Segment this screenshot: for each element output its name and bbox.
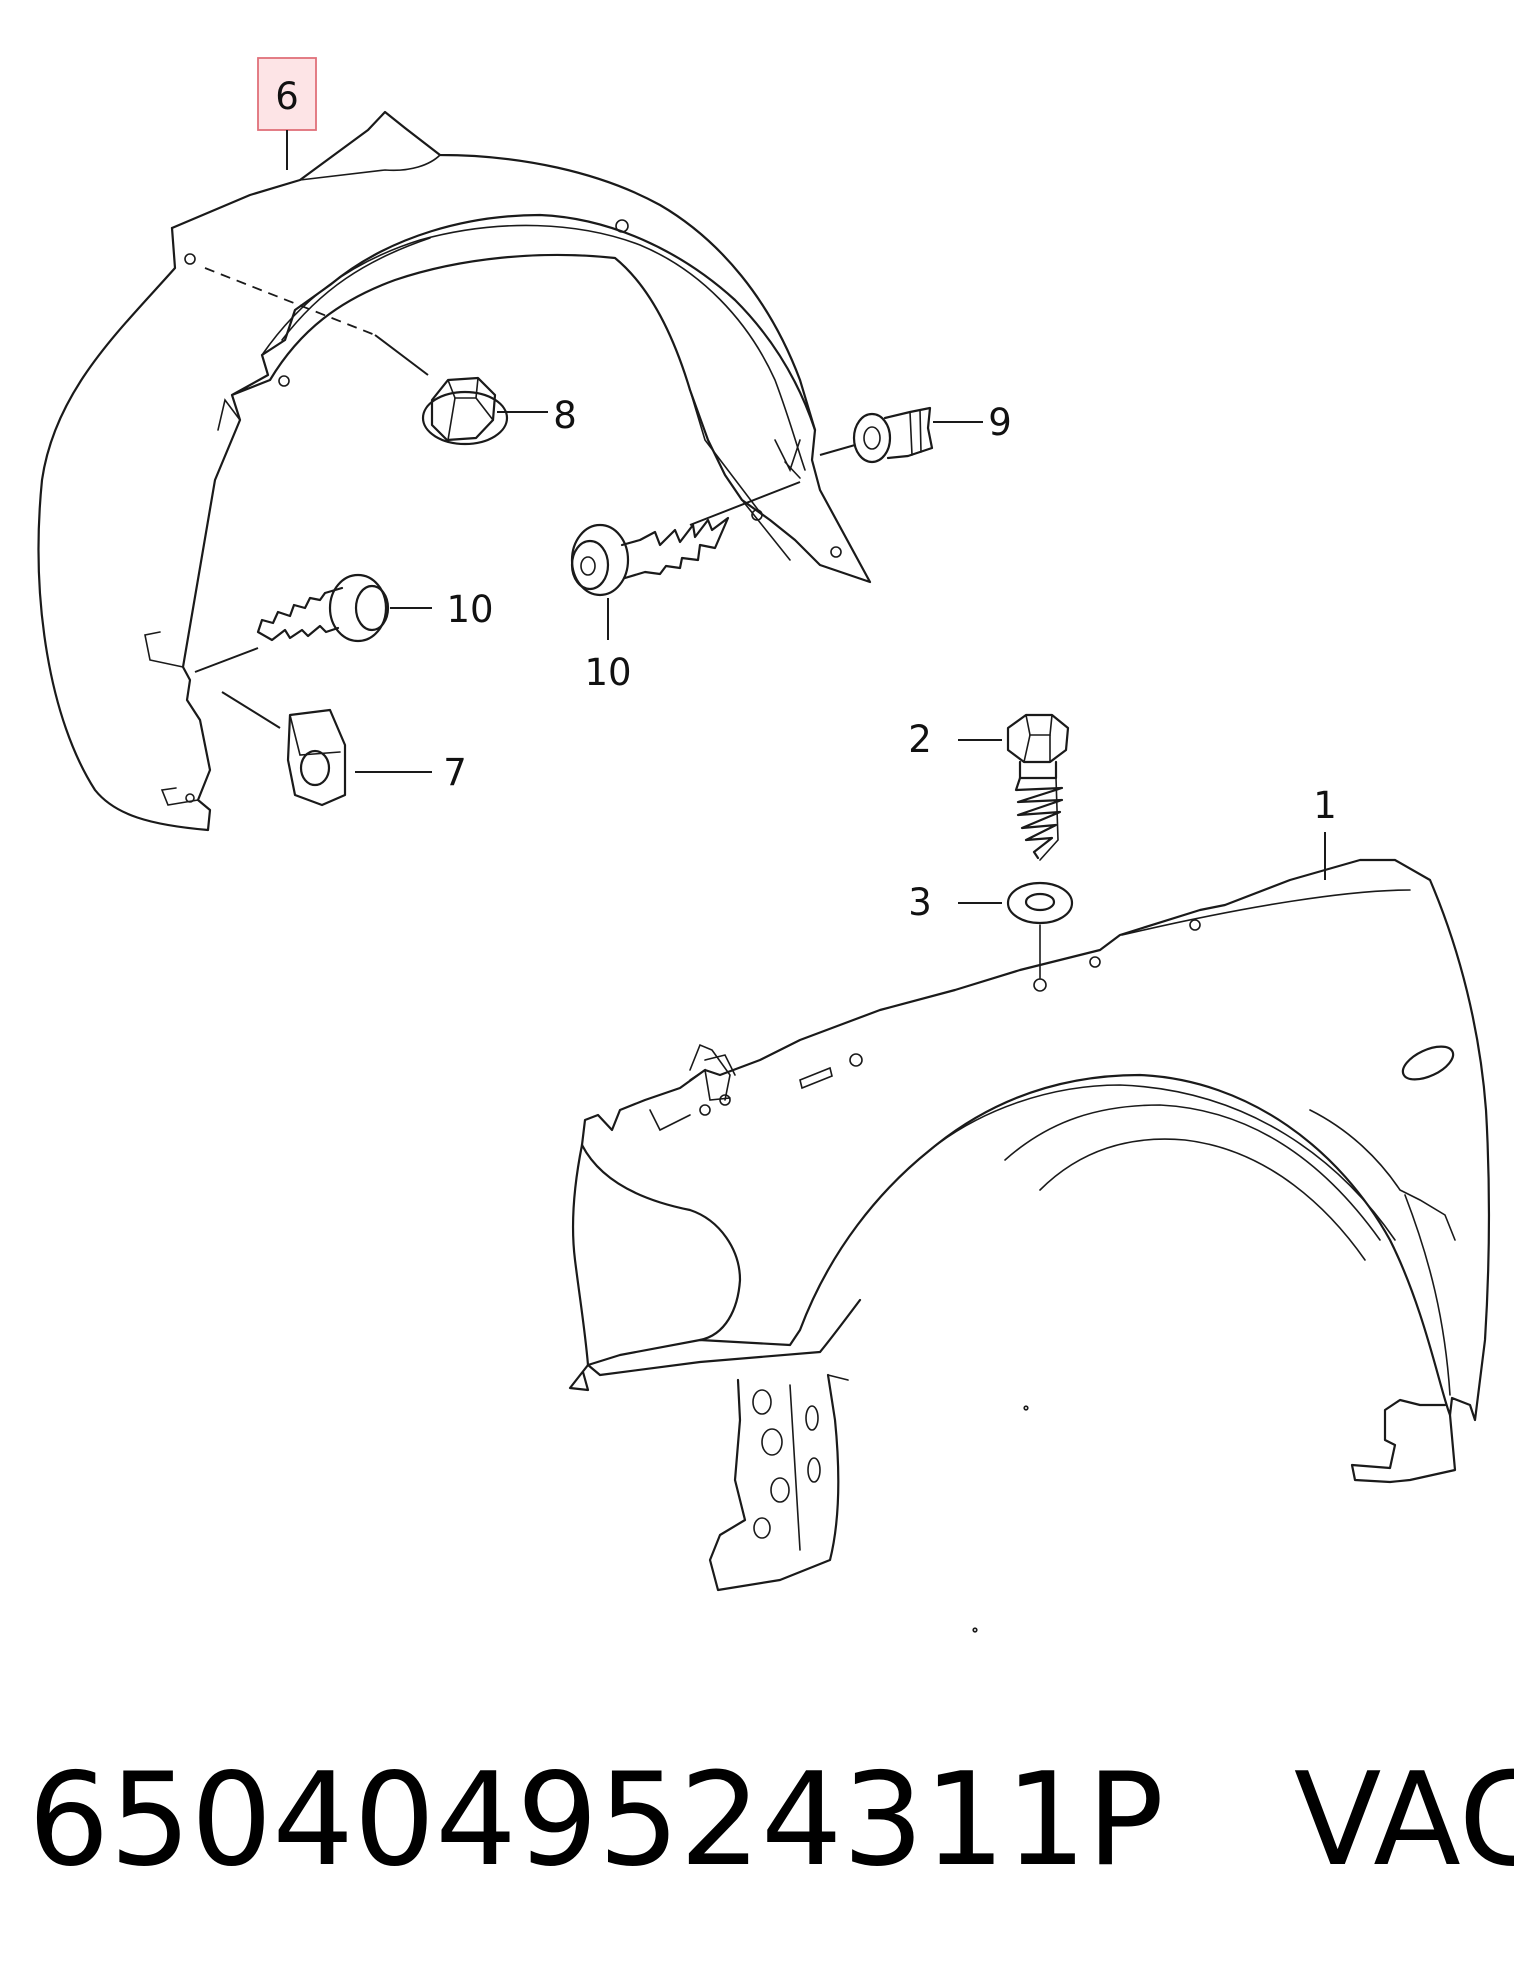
callout-9[interactable]: 9 <box>988 401 1012 444</box>
expansion-clip <box>852 406 934 464</box>
leader-line-8-path <box>374 334 429 376</box>
front-fender <box>568 858 1490 1633</box>
hex-bolt <box>1006 713 1070 861</box>
wheel-arch-liner <box>37 110 872 832</box>
callout-8[interactable]: 8 <box>553 394 577 437</box>
leader-line-9-path <box>819 444 856 456</box>
spring-clip-nut <box>286 708 347 807</box>
self-tapping-screw-center <box>570 516 730 597</box>
self-tapping-screw-left <box>256 573 390 643</box>
part-info-footer: 6504049524311P VAG <box>28 1700 1514 1940</box>
brand-name: VAG <box>1293 1745 1514 1895</box>
callout-6[interactable]: 6 <box>275 75 299 118</box>
dashed-guide-line <box>204 267 376 336</box>
flat-washer <box>1006 881 1074 925</box>
callout-7[interactable]: 7 <box>443 751 467 794</box>
callout-10a[interactable]: 10 <box>446 588 493 631</box>
leader-line-screw-path <box>689 481 801 526</box>
leader-line-screw-left-path <box>194 647 259 673</box>
leader-line-liner-to-7 <box>221 691 281 729</box>
callout-3[interactable]: 3 <box>908 881 932 924</box>
parts-diagram: 6 8 9 10 10 7 2 3 1 <box>37 57 1490 1633</box>
callout-1[interactable]: 1 <box>1313 784 1337 827</box>
callout-10b[interactable]: 10 <box>584 651 631 694</box>
part-number: 6504049524311P <box>28 1745 1164 1895</box>
flange-nut <box>421 376 509 446</box>
callout-2[interactable]: 2 <box>908 718 932 761</box>
